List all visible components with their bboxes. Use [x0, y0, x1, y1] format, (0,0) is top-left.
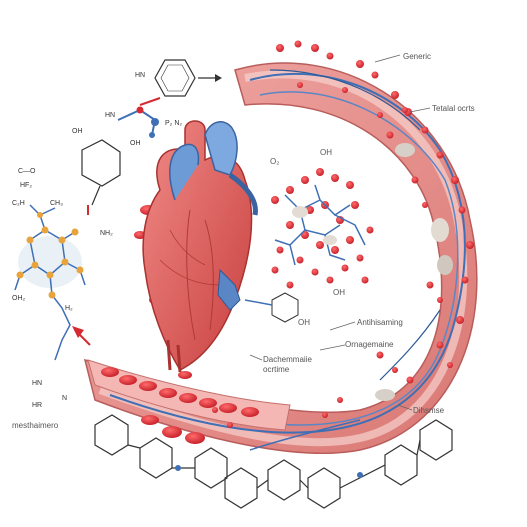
- chem-oh-bottomleft: OH₂: [12, 295, 26, 302]
- chem-hf: HF₂: [20, 182, 33, 189]
- chem-ch3: CH₃: [50, 200, 63, 207]
- molecule-icon: [14, 204, 86, 361]
- chem-coh: C₂H: [12, 200, 25, 207]
- label-dachemamine-1: Dachemmaiie: [263, 355, 312, 364]
- chem-hn-mid: HN: [105, 112, 116, 119]
- arrow-right-icon: [198, 74, 222, 82]
- chem-c-o: C—O: [18, 168, 36, 175]
- chem-hn-top: HN: [135, 72, 146, 79]
- red-arrow-icon: [72, 326, 91, 346]
- chem-hr-bottom: HR: [32, 402, 43, 409]
- chem-hn-bottom: HN: [32, 380, 43, 387]
- chem-n-bottom: N: [62, 395, 68, 402]
- label-dachemamine-2: ocrtime: [263, 365, 290, 374]
- blood-vessel-arc: [83, 62, 478, 455]
- label-total: Tetalal ocrts: [432, 104, 475, 113]
- heart-icon: [142, 120, 258, 373]
- heart-side-molecule: [244, 292, 299, 323]
- chem-p-n: P₂ N₂: [165, 120, 183, 127]
- label-o2: O₂: [270, 157, 280, 166]
- small-molecule: [117, 97, 161, 138]
- chem-oh-left: OH: [72, 128, 83, 135]
- chem-h2-mid: H₂: [65, 305, 73, 312]
- bottom-chain-accents: [175, 419, 363, 478]
- label-methamino: mesthaimero: [12, 421, 59, 430]
- chem-nh2: NH₂: [100, 230, 113, 237]
- label-oh-center2: OH: [298, 318, 310, 327]
- label-generic: Generic: [403, 52, 432, 61]
- molecule-network-nodes: [292, 206, 337, 245]
- label-ornagenamine: Ornagemaine: [345, 340, 394, 349]
- lower-vessel: [87, 359, 291, 444]
- benzene-top: [154, 59, 196, 97]
- benzene-mid: [81, 139, 121, 215]
- label-oh-lower: OH: [333, 288, 345, 297]
- label-antihistamine: Antihisaming: [357, 318, 403, 327]
- label-dihistamine: Dihsmse: [413, 406, 445, 415]
- annotation-lines: [249, 54, 431, 411]
- bottom-molecule-chain: [94, 414, 453, 509]
- label-oh-center: OH: [320, 148, 332, 157]
- chem-oh-mid: OH: [130, 140, 141, 147]
